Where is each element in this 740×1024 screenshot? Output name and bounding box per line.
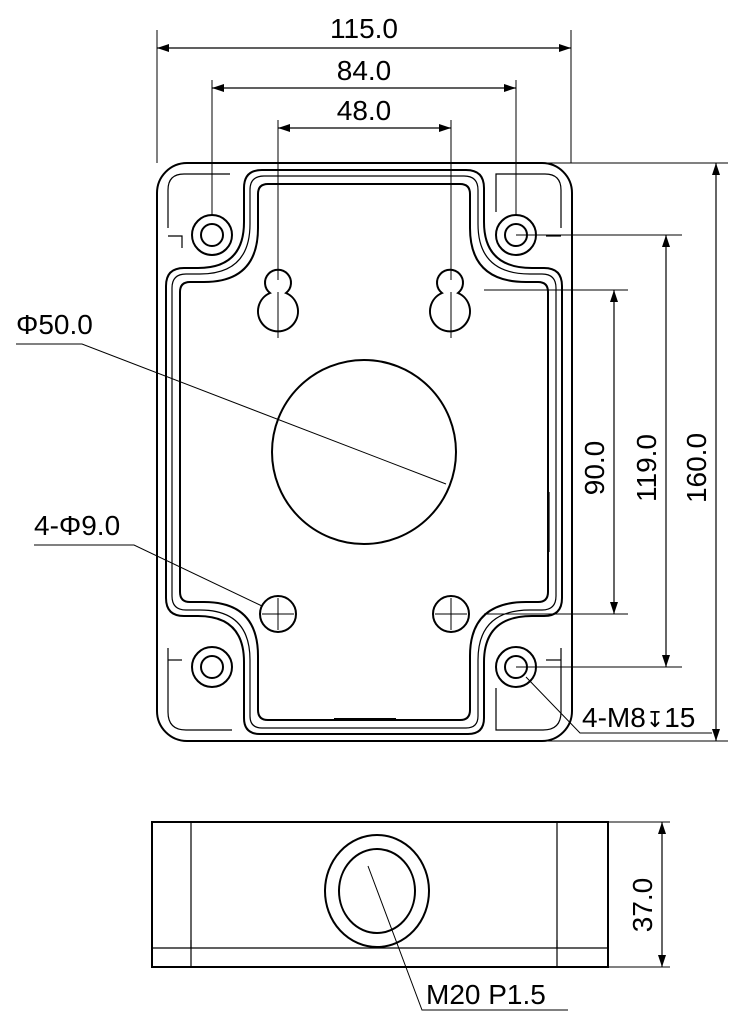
corner-pocket-bottom-left <box>167 648 232 731</box>
leader-center-hole <box>16 343 447 485</box>
depth-symbol: ↧ <box>646 707 664 732</box>
corner-pocket-top-left <box>167 173 230 248</box>
dimension-side-height <box>658 822 666 967</box>
dimension-overall-width <box>157 44 571 52</box>
gasket-groove-middle <box>171 175 557 729</box>
keyhole-left <box>257 268 299 333</box>
leader-thread <box>367 865 568 1011</box>
box-outline <box>156 162 573 742</box>
label-overall-height: 160.0 <box>681 433 712 503</box>
dimension-keyhole-spacing <box>278 124 451 132</box>
label-small-holes: 4-Φ9.0 <box>34 510 120 541</box>
center-hole <box>271 359 457 545</box>
extension-lines <box>156 30 728 742</box>
corner-pocket-bottom-right <box>495 648 562 731</box>
dimension-inner-height <box>610 290 618 614</box>
gasket-groove-inner <box>179 183 549 721</box>
small-hole-bottom-left <box>259 595 297 633</box>
side-view: 37.0 M20 P1.5 <box>151 821 670 1011</box>
cable-port-inner <box>338 848 416 934</box>
label-thread: M20 P1.5 <box>426 979 546 1010</box>
label-center-hole: Φ50.0 <box>16 309 93 340</box>
leader-screw-holes <box>525 676 712 734</box>
side-body <box>151 821 609 968</box>
label-side-height: 37.0 <box>627 878 658 933</box>
keyhole-right <box>429 268 471 333</box>
cable-port-outer <box>324 834 430 948</box>
screw-hole-bottom-left <box>191 646 233 688</box>
side-ticks <box>190 940 558 948</box>
extension-lines-side <box>608 821 670 968</box>
dimension-hole-spacing-width <box>212 84 516 92</box>
gasket-groove-outer <box>165 169 563 735</box>
label-hole-spacing-width: 84.0 <box>337 55 392 86</box>
label-keyhole-spacing: 48.0 <box>337 95 392 126</box>
screw-hole-top-left <box>191 214 233 256</box>
leader-small-holes <box>34 544 263 607</box>
label-overall-width: 115.0 <box>330 13 398 44</box>
label-screw-holes: 4-M8↧15 <box>582 702 695 733</box>
corner-pocket-top-right <box>495 173 562 237</box>
dimension-hole-spacing-height <box>662 235 670 667</box>
label-hole-spacing-height: 119.0 <box>631 434 662 502</box>
label-inner-height: 90.0 <box>579 441 610 496</box>
center-marks <box>262 292 467 630</box>
small-hole-bottom-right <box>432 595 470 633</box>
top-view: 115.0 84.0 48.0 Φ50.0 4-Φ9.0 90.0 119.0 … <box>16 13 728 742</box>
dimension-overall-height <box>712 163 720 741</box>
